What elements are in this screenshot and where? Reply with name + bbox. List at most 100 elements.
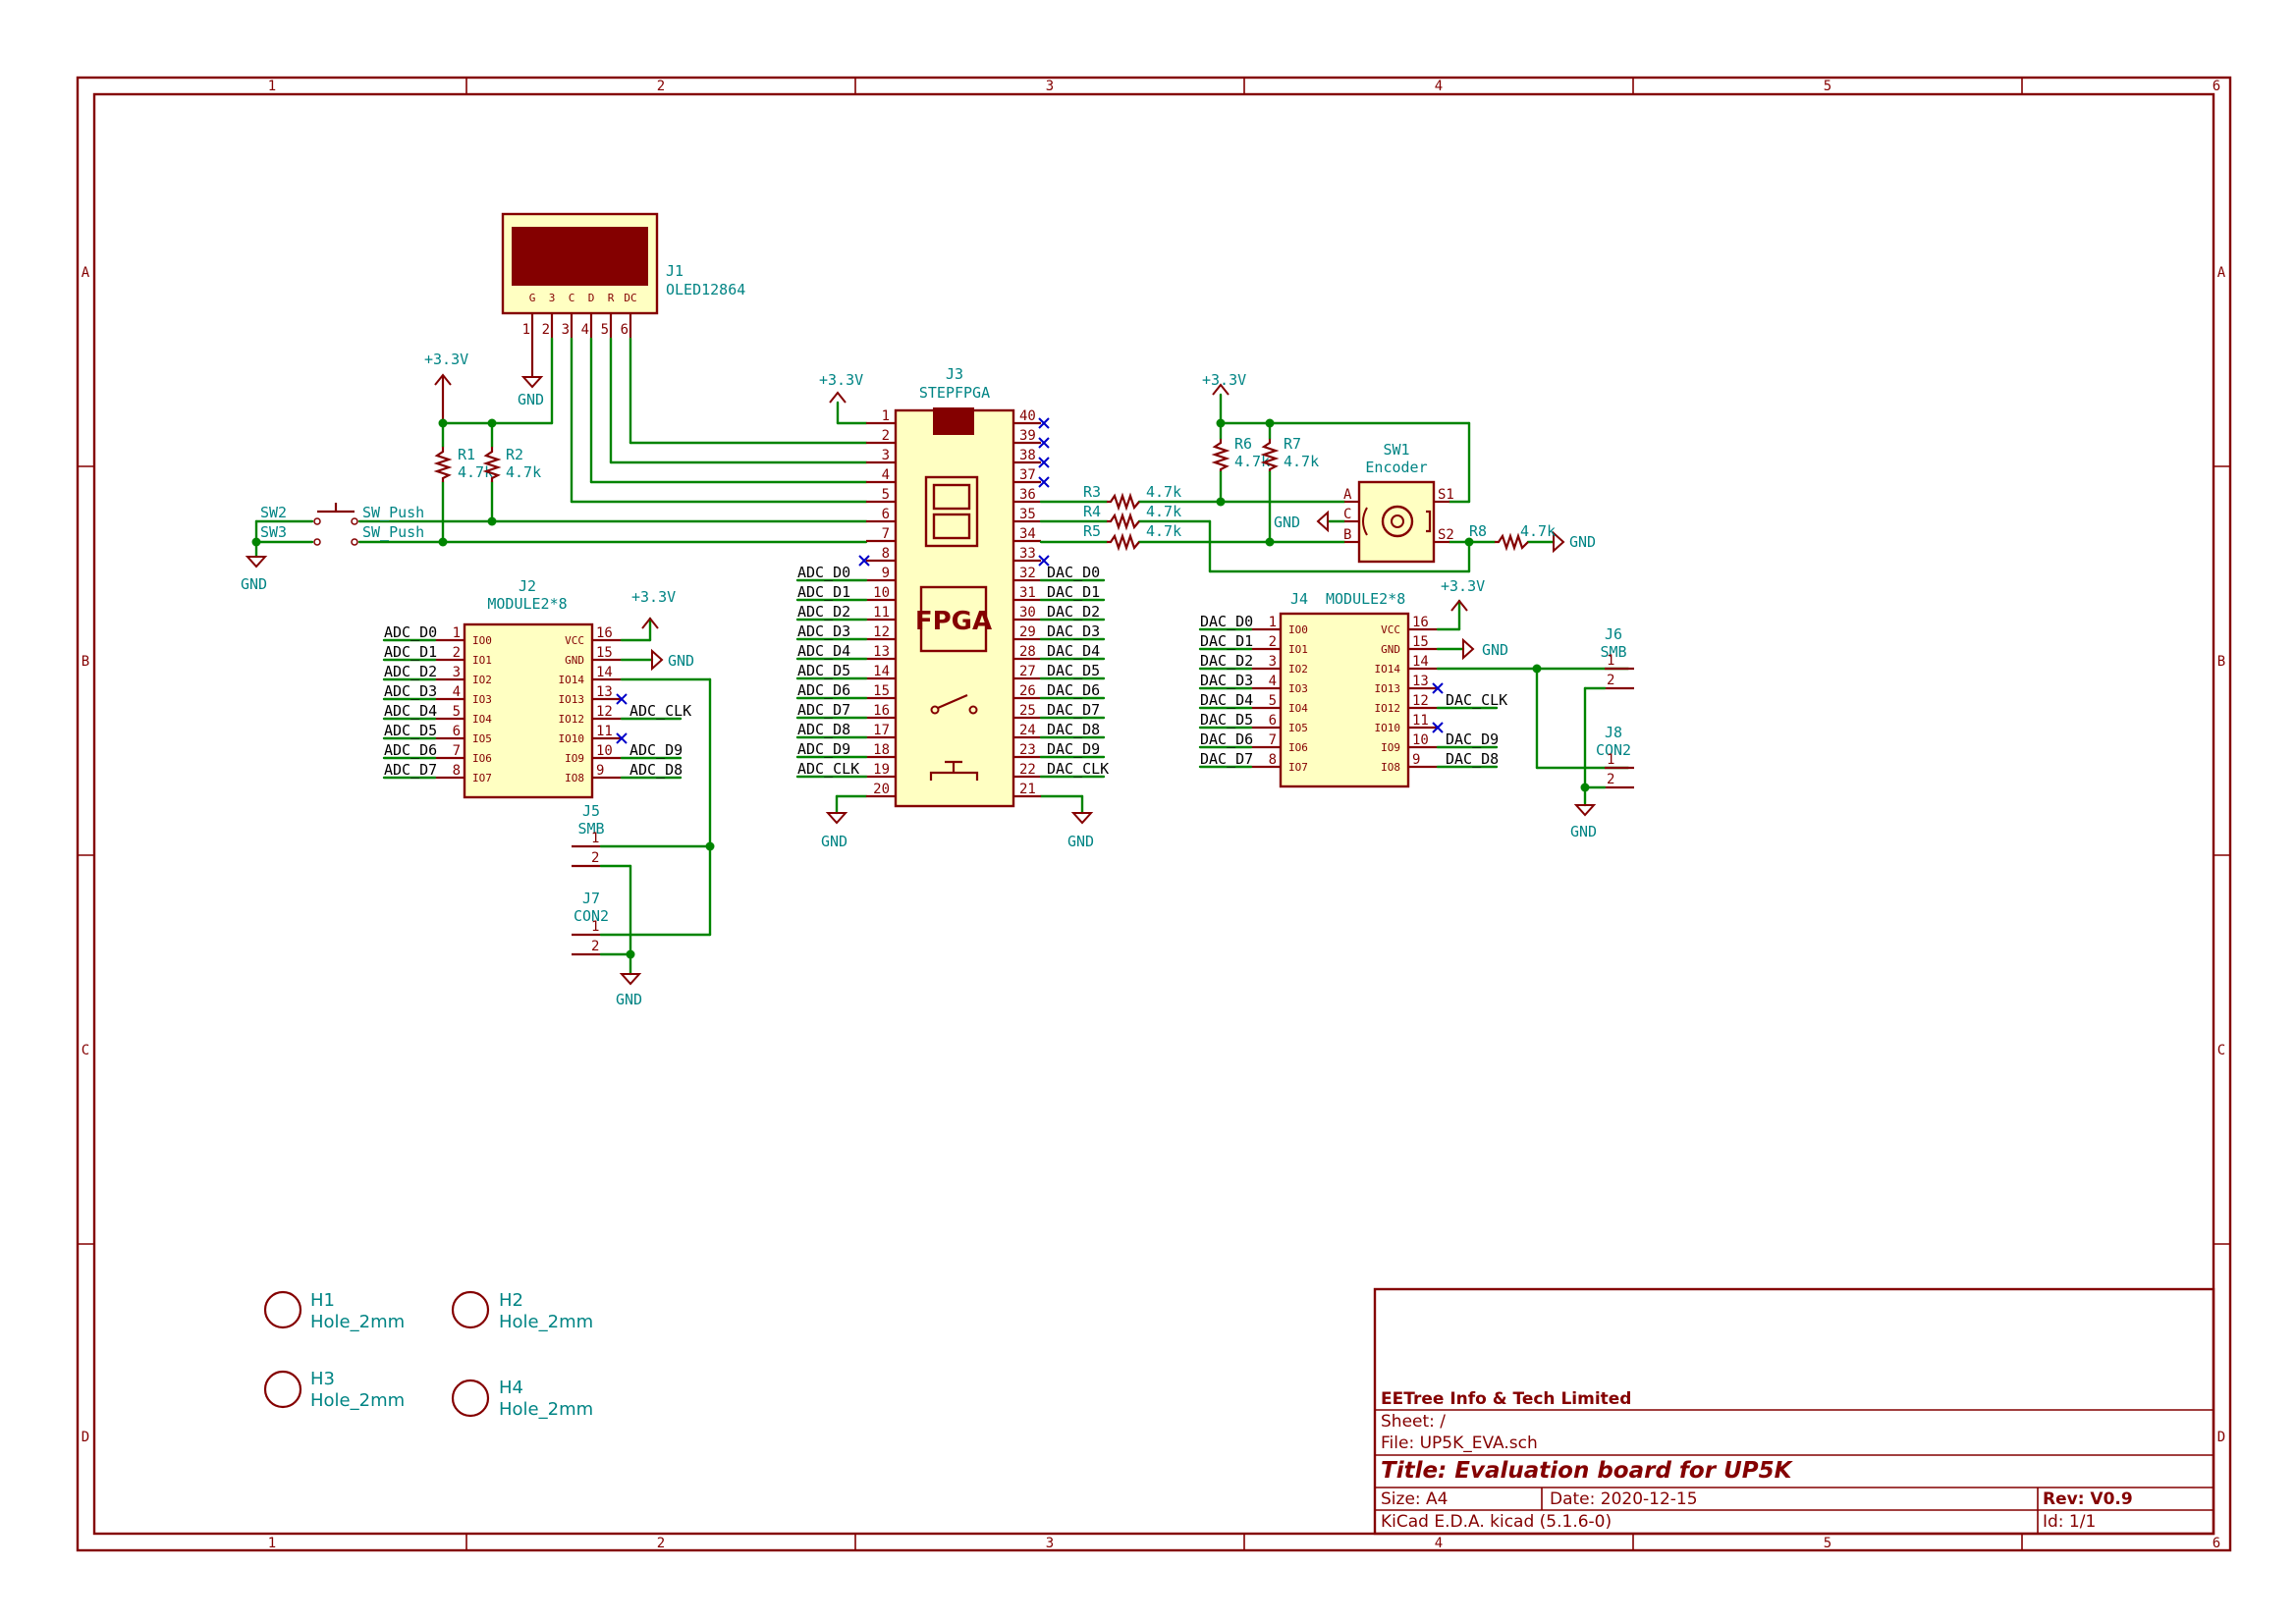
pushbutton-sw2[interactable]: SW2 SW_Push [260, 503, 424, 525]
resistor-r1[interactable]: R1 4.7k [433, 446, 493, 482]
resistor-r2[interactable]: R2 4.7k [482, 446, 541, 482]
module-left-pin-name: IO7 [472, 772, 492, 784]
frame-col-label: 2 [657, 1536, 665, 1551]
svg-text:H3: H3 [310, 1369, 335, 1389]
rotary-encoder-sw1[interactable]: A C B S1 S2 SW1 Encoder [1343, 441, 1454, 564]
module-left-pin-name: IO4 [472, 713, 492, 726]
svg-text:4.7k: 4.7k [1146, 483, 1181, 501]
no-connect-mark [1038, 476, 1050, 488]
svg-text:1: 1 [1607, 752, 1614, 768]
frame-row-label: A [82, 265, 90, 281]
net-label: ADC_D0 [797, 564, 850, 581]
svg-text:2: 2 [1607, 772, 1614, 787]
svg-text:CON2: CON2 [574, 907, 609, 925]
module-left-pin-name: IO2 [1288, 663, 1308, 676]
module-left-pin-number: 1 [453, 625, 461, 641]
no-connect-mark [616, 732, 628, 744]
j5-j7-wires: GND [599, 841, 715, 1008]
frame-col-label: 6 [2213, 1536, 2220, 1551]
resistor-r5[interactable]: R5 4.7k [1083, 522, 1181, 552]
fpga-right-pin-number: 22 [1019, 762, 1036, 778]
fpga-right-pin-number: 40 [1019, 408, 1036, 424]
connector-j8[interactable]: J8 CON2 1 2 [1596, 724, 1634, 789]
resistor-r4[interactable]: R4 4.7k [1083, 503, 1181, 531]
j1-ref: J1 [666, 262, 683, 280]
resistor-r8[interactable]: R8 4.7k [1469, 522, 1556, 552]
oled-pin-name: DC [624, 292, 636, 304]
rev-label: Rev: V0.9 [2043, 1489, 2133, 1509]
module-left-pin-name: IO1 [1288, 643, 1308, 656]
module-left-pin-name: IO5 [1288, 722, 1308, 734]
net-label: ADC_D2 [797, 603, 850, 621]
resistor-r7[interactable]: R7 4.7k [1260, 435, 1319, 471]
fpga-right-pin-number: 30 [1019, 605, 1036, 621]
fpga-left-pin-number: 4 [882, 467, 890, 483]
net-label: DAC_D9 [1446, 730, 1499, 748]
frame-row-label: B [82, 654, 89, 670]
net-label: DAC_CLK [1446, 691, 1507, 709]
module-right-pin-name: IO10 [559, 732, 585, 745]
module-right-pin-number: 15 [1412, 634, 1429, 650]
svg-text:+3.3V: +3.3V [631, 588, 676, 606]
oled-pin-number: 2 [542, 322, 550, 338]
module-right-pin-number: 16 [1412, 615, 1429, 630]
sw-gnd-symbol: GND [241, 556, 268, 593]
svg-text:GND: GND [616, 991, 642, 1008]
module-left-pin-number: 1 [1269, 615, 1277, 630]
svg-text:SW3: SW3 [260, 523, 287, 541]
net-label: ADC_D8 [797, 721, 850, 738]
connector-j6[interactable]: J6 SMB 1 2 [1600, 625, 1634, 690]
connector-j7[interactable]: J7 CON2 1 2 [572, 890, 609, 956]
connector-j5[interactable]: J5 SMB 1 2 [572, 802, 605, 868]
svg-text:SW_Push: SW_Push [362, 523, 424, 541]
net-label: DAC_D1 [1200, 632, 1253, 650]
module-right-pin-number: 10 [1412, 732, 1429, 748]
svg-text:+3.3V: +3.3V [1202, 371, 1246, 389]
svg-text:4.7k: 4.7k [506, 463, 541, 481]
module-right-pin-number: 13 [1412, 674, 1429, 689]
net-label: DAC_D8 [1446, 750, 1499, 768]
sheet-title: Title: Evaluation board for UP5K [1381, 1458, 1794, 1484]
svg-text:1: 1 [591, 831, 599, 846]
module-left-pin-number: 6 [1269, 713, 1277, 729]
module-left-pin-name: IO6 [472, 752, 492, 765]
net-label: DAC_D1 [1047, 583, 1100, 601]
module-right-pin-number: 12 [596, 704, 613, 720]
oled-pin-number: 4 [581, 322, 589, 338]
power-3v3-r1r2: +3.3V [424, 351, 468, 423]
mounting-hole-h4: H4 Hole_2mm [451, 1378, 593, 1420]
svg-text:S2: S2 [1438, 527, 1454, 543]
module-left-pin-name: IO3 [1288, 682, 1308, 695]
no-connect-mark [1038, 417, 1050, 429]
fpga-right-pin-number: 34 [1019, 526, 1036, 542]
pushbutton-sw3[interactable]: SW3 SW_Push [260, 523, 424, 546]
fpga-left-pin-number: 19 [873, 762, 890, 778]
fpga-left-pin-number: 18 [873, 742, 890, 758]
module-right-pin-name: IO13 [559, 693, 585, 706]
svg-text:R3: R3 [1083, 483, 1101, 501]
resistor-r3[interactable]: R3 4.7k [1083, 483, 1181, 512]
net-label: DAC_D7 [1200, 750, 1253, 768]
net-label: ADC_D6 [797, 681, 850, 699]
net-label: ADC_D7 [797, 701, 850, 719]
frame-row-label: C [2217, 1043, 2225, 1058]
sheet-label: Sheet: / [1381, 1412, 1446, 1432]
svg-text:J5: J5 [582, 802, 600, 820]
svg-text:4.7k: 4.7k [458, 463, 493, 481]
module-right-pin-name: IO8 [1381, 761, 1400, 774]
fpga-right-pin-number: 21 [1019, 782, 1036, 797]
fpga-left-pin-number: 3 [882, 448, 890, 463]
fpga-left-pin-number: 17 [873, 723, 890, 738]
module-left-pin-number: 4 [453, 684, 461, 700]
net-label: ADC_CLK [797, 760, 859, 778]
svg-text:1: 1 [1607, 653, 1614, 669]
resistor-r6[interactable]: R6 4.7k [1211, 435, 1270, 471]
fpga-left-pin-number: 1 [882, 408, 890, 424]
net-label: ADC_D9 [629, 741, 683, 759]
fpga-left-pin-number: 2 [882, 428, 890, 444]
net-label: ADC_D3 [797, 622, 850, 640]
